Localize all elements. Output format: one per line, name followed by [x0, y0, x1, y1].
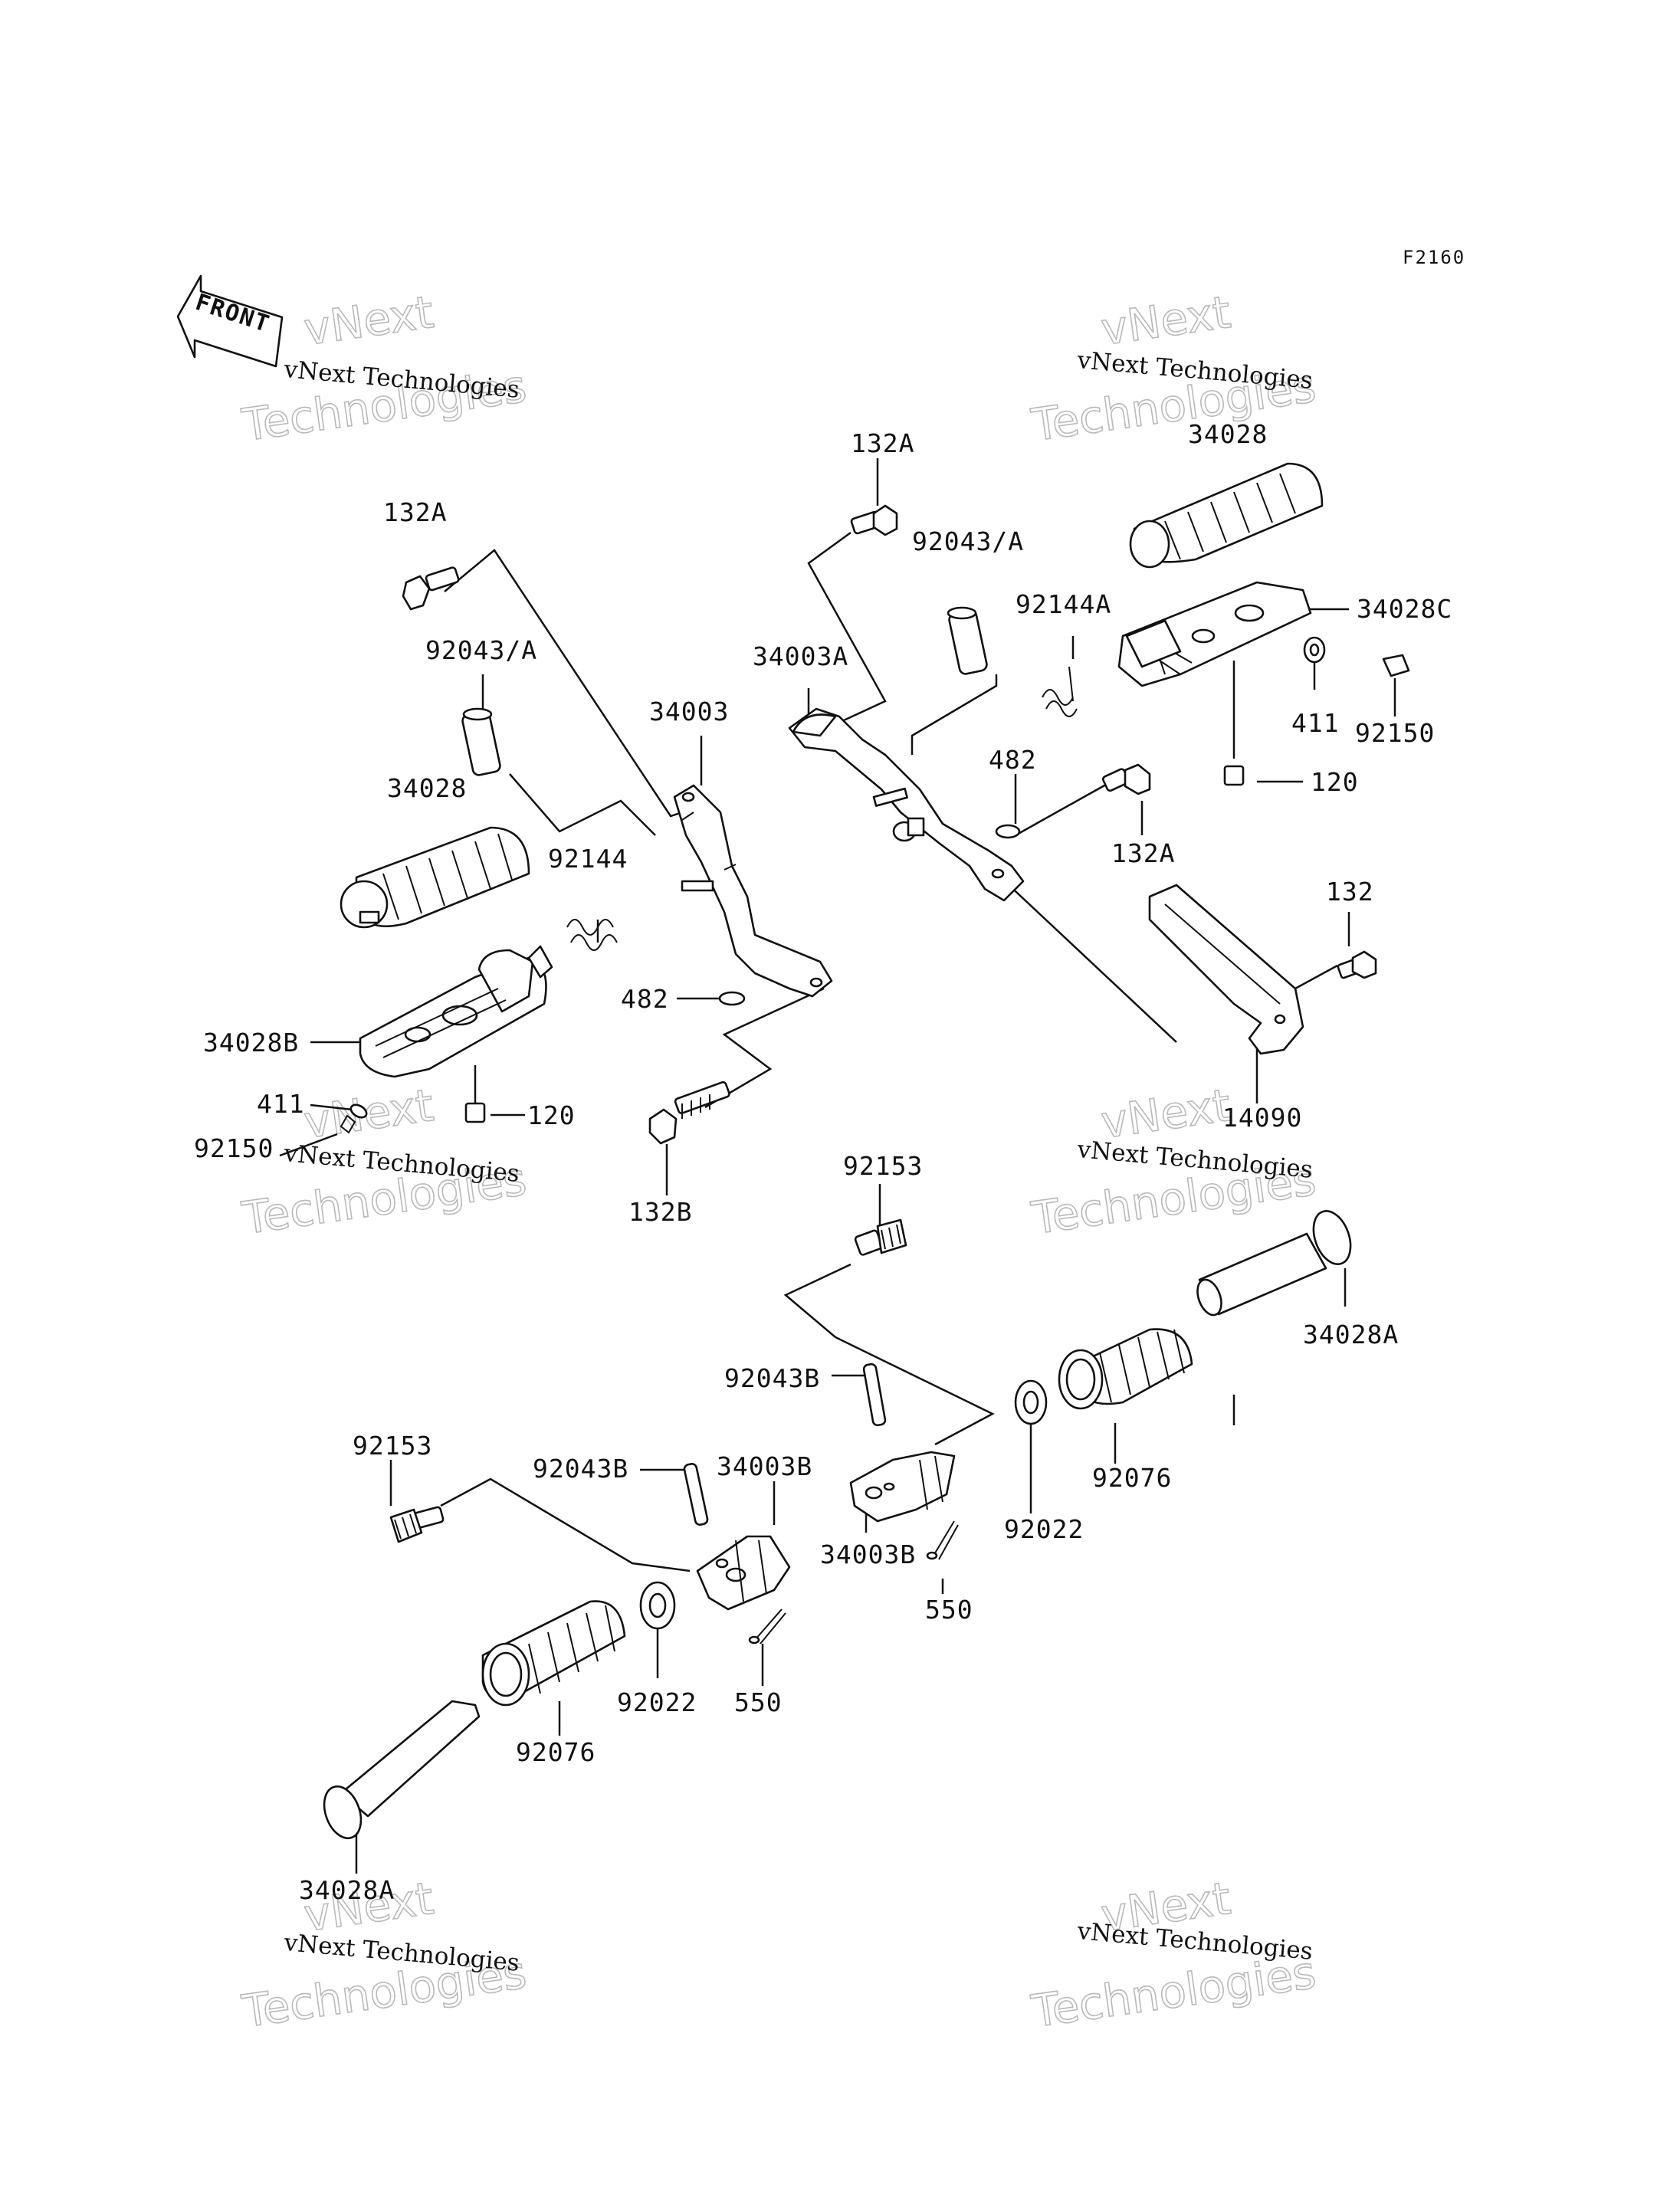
callout-550-ll: 550	[734, 1687, 783, 1717]
washer-411-ur-part	[1303, 636, 1326, 664]
callout-132a-side: 132A	[1111, 838, 1175, 868]
callout-120-ul: 120	[527, 1100, 576, 1130]
callout-92150-ul: 92150	[194, 1133, 274, 1163]
callout-92022-lr: 92022	[1004, 1514, 1084, 1544]
rubber-34028-ur-part	[1129, 462, 1324, 569]
upper-left-assembly: 132A 92043/A 34003 34028 92144 482 34028…	[194, 497, 833, 1227]
upper-right-assembly: 132A 92043/A 92144A 34003A 34028 34028C …	[753, 419, 1452, 1133]
washer-92022-lr-part	[1014, 1379, 1048, 1425]
callout-34003a: 34003A	[753, 641, 848, 671]
clip-482-part	[718, 991, 746, 1006]
rubber-92076-ll-part	[481, 1600, 626, 1707]
pin-92043a-ur-part	[947, 606, 988, 675]
figure-code: F2160	[1403, 247, 1465, 268]
callout-92076-lr: 92076	[1092, 1463, 1172, 1493]
spring-92144a-part	[1042, 666, 1078, 717]
callout-411-ur: 411	[1291, 708, 1340, 738]
svg-text:vNext: vNext	[1098, 1079, 1233, 1149]
callout-92144: 92144	[548, 844, 628, 874]
lower-left-assembly: 92153 92043B 34003B 92022 550 92076 3402…	[299, 1431, 812, 1905]
callout-34028c: 34028C	[1357, 594, 1452, 624]
washer-92022-ll-part	[639, 1581, 676, 1630]
bracket-34003a-part	[788, 707, 1025, 902]
bracket-34003-part	[673, 784, 833, 998]
rubber-34028-part	[340, 826, 530, 929]
callout-34028-ur: 34028	[1188, 419, 1268, 449]
holder-34003b-ll-part	[696, 1535, 791, 1611]
cotter-550-ll-part	[748, 1608, 786, 1644]
callout-92043a-ur: 92043/A	[912, 526, 1024, 556]
screw-120-ur-part	[1223, 765, 1245, 786]
plug-92150-part	[340, 1114, 356, 1134]
callout-92022-ll: 92022	[617, 1687, 697, 1717]
callout-92153-lr: 92153	[843, 1151, 923, 1181]
callout-132a-ur: 132A	[851, 428, 914, 458]
lower-right-assembly: 92153 34028A 92043B 92022 92076 34003B 5…	[724, 1151, 1399, 1625]
watermark-bottom-right: vNext Technologies vNext Technologies	[1028, 1871, 1320, 2038]
washer-411-part	[349, 1103, 368, 1119]
bolt-92153-ll-part	[389, 1506, 445, 1543]
callout-92043b-ll: 92043B	[533, 1454, 628, 1484]
callout-14090: 14090	[1222, 1103, 1302, 1133]
callout-34028a-lr: 34028A	[1303, 1320, 1399, 1349]
bolt-132a-part	[402, 566, 460, 611]
cotter-550-lr-part	[926, 1520, 959, 1560]
callout-92150-ur: 92150	[1355, 718, 1435, 748]
svg-text:vNext: vNext	[1098, 286, 1233, 356]
bolt-92153-lr-part	[854, 1218, 907, 1256]
pin-92043a-part	[461, 707, 501, 776]
holder-34003b-lr-part	[849, 1451, 956, 1523]
front-arrow-icon: FRONT	[176, 274, 284, 368]
callout-34028-ul: 34028	[387, 773, 467, 803]
watermark-top-right: vNext Technologies vNext Technologies	[1028, 285, 1320, 452]
callout-132b: 132B	[628, 1197, 692, 1227]
rubber-92076-lr-part	[1058, 1328, 1193, 1410]
callout-34028b: 34028B	[203, 1028, 299, 1058]
svg-text:vNext: vNext	[300, 1079, 436, 1149]
bolt-132b-part	[648, 1080, 730, 1145]
bolt-132a-side-part	[1102, 763, 1151, 795]
screw-120-part	[464, 1065, 486, 1123]
shaft-34028a-ll-part	[323, 1700, 481, 1840]
callout-92043a-ul: 92043/A	[425, 635, 537, 665]
callout-132: 132	[1326, 877, 1374, 907]
callout-482-ul: 482	[621, 984, 669, 1014]
pin-92043b-ll-part	[683, 1463, 709, 1526]
callout-120-ur: 120	[1311, 767, 1359, 797]
callout-132a-ul: 132A	[383, 497, 447, 527]
callout-92153-ll: 92153	[353, 1431, 432, 1461]
callout-550-lr: 550	[925, 1595, 973, 1625]
callout-482-ur: 482	[989, 745, 1037, 775]
callout-34028a-ll: 34028A	[299, 1875, 395, 1905]
shaft-34028a-lr-part	[1196, 1210, 1352, 1317]
svg-text:vNext: vNext	[300, 286, 436, 356]
callout-34003b-ll: 34003B	[717, 1451, 812, 1481]
guard-14090-part	[1148, 884, 1304, 1055]
watermark-top-left: vNext Technologies vNext Technologies	[238, 285, 530, 452]
callout-92043b-lr: 92043B	[724, 1363, 820, 1393]
bolt-132-part	[1337, 950, 1377, 979]
bolt-132a-ur-part	[850, 504, 898, 536]
callout-92144a: 92144A	[1016, 589, 1111, 619]
callout-411-ul: 411	[257, 1089, 305, 1119]
callout-34003b-lr: 34003B	[820, 1540, 916, 1569]
clip-482-ur-part	[995, 824, 1021, 839]
plug-92150-ur-part	[1382, 654, 1410, 677]
spring-92144-part	[566, 919, 618, 951]
callout-92076-ll: 92076	[516, 1737, 596, 1767]
peg-34028c-part	[1117, 581, 1312, 687]
callout-34003: 34003	[649, 697, 729, 726]
pin-92043b-lr-part	[862, 1362, 887, 1427]
peg-34028b-part	[359, 945, 553, 1078]
